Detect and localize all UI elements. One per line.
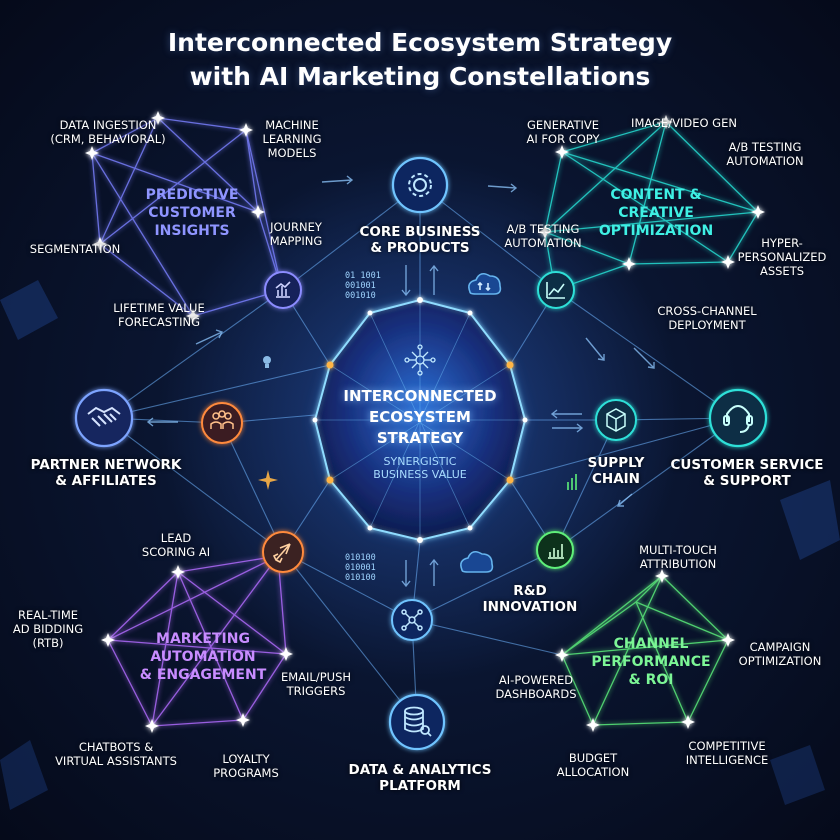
node-partner[interactable] [74, 388, 134, 448]
item-segmentation: SEGMENTATION [29, 242, 121, 256]
database-icon [404, 706, 432, 737]
item-hyper-personalized: HYPER- PERSONALIZED ASSETS [737, 236, 827, 278]
item-competitive: COMPETITIVE INTELLIGENCE [685, 739, 769, 767]
cluster-title-marketing: MARKETING AUTOMATION & ENGAGEMENT [139, 631, 267, 683]
label-supply: SUPPLY CHAIN [587, 455, 645, 487]
handshake-icon [87, 406, 121, 427]
hub-icon [404, 344, 436, 376]
cluster-title-channel: CHANNEL PERFORMANCE & ROI [591, 636, 711, 688]
label-rnd: R&D INNOVATION [482, 583, 578, 615]
flow-arrows [146, 175, 655, 588]
item-ab-testing-left: A/B TESTING AUTOMATION [504, 222, 582, 250]
node-predictive-hub[interactable] [264, 271, 302, 309]
center-subtitle: SYNERGISTIC BUSINESS VALUE [373, 455, 466, 481]
node-rnd[interactable] [536, 531, 574, 569]
growth-chart-icon [548, 544, 564, 559]
label-customer-service: CUSTOMER SERVICE & SUPPORT [670, 457, 824, 489]
node-content-hub[interactable] [537, 271, 575, 309]
node-rocket[interactable] [262, 531, 304, 573]
item-rtb: REAL-TIME AD BIDDING (RTB) [12, 608, 84, 650]
cloud-icon [468, 272, 502, 295]
label-partner: PARTNER NETWORK & AFFILIATES [30, 457, 182, 489]
center-hub [312, 297, 528, 543]
item-dashboards: AI-POWERED DASHBOARDS [495, 673, 577, 701]
center-title: INTERCONNECTED ECOSYSTEM STRATEGY [343, 386, 496, 449]
label-data-platform: DATA & ANALYTICS PLATFORM [348, 762, 492, 794]
item-generative-ai: GENERATIVE AI FOR COPY [526, 118, 600, 146]
item-budget: BUDGET ALLOCATION [556, 751, 630, 779]
node-team[interactable] [201, 402, 243, 444]
item-lead-scoring: LEAD SCORING AI [141, 531, 211, 559]
cluster-title-predictive: PREDICTIVE CUSTOMER INSIGHTS [145, 187, 239, 239]
node-data-platform[interactable] [388, 693, 446, 751]
people-icon [210, 410, 234, 429]
binary-code-bottom: 010100 010001 010100 [345, 553, 376, 583]
predictive-constellation [91, 117, 283, 317]
mini-bars-icon [567, 474, 577, 490]
sparkle-icon [258, 470, 278, 490]
center-title-line-2: ECOSYSTEM [369, 408, 471, 426]
bulb-icon [263, 356, 271, 368]
item-loyalty: LOYALTY PROGRAMS [213, 752, 279, 780]
item-data-ingestion: DATA INGESTION (CRM, BEHAVIORAL) [50, 118, 166, 146]
item-ltv-forecasting: LIFETIME VALUE FORECASTING [113, 301, 205, 329]
label-core: CORE BUSINESS & PRODUCTS [359, 224, 481, 256]
network-icon [401, 609, 423, 631]
item-email-push: EMAIL/PUSH TRIGGERS [280, 670, 352, 698]
binary-code-top: 01 1001 001001 001010 [345, 271, 381, 301]
box-icon [606, 408, 626, 432]
item-journey-mapping: JOURNEY MAPPING [269, 220, 323, 248]
node-core[interactable] [391, 156, 449, 214]
gear-icon [408, 173, 432, 197]
cloud-icon [460, 550, 494, 573]
item-multi-touch: MULTI-TOUCH ATTRIBUTION [639, 543, 717, 571]
node-supply[interactable] [595, 399, 637, 441]
center-subtitle-line-2: BUSINESS VALUE [373, 468, 467, 481]
page-title: Interconnected Ecosystem Strategy with A… [0, 26, 840, 94]
node-customer-service[interactable] [708, 388, 768, 448]
item-ml-models: MACHINE LEARNING MODELS [262, 118, 322, 160]
cluster-title-content: CONTENT & CREATIVE OPTIMIZATION [598, 187, 714, 239]
item-campaign-optimization: CAMPAIGN OPTIMIZATION [738, 640, 822, 668]
bar-chart-icon [275, 281, 291, 298]
center-title-line-1: INTERCONNECTED [343, 387, 497, 405]
item-image-video-gen: IMAGE/VIDEO GEN [631, 116, 737, 130]
title-line-1: Interconnected Ecosystem Strategy [167, 28, 673, 57]
line-chart-icon [546, 282, 565, 299]
title-line-2: with AI Marketing Constellations [189, 62, 651, 91]
center-subtitle-line-1: SYNERGISTIC [383, 455, 457, 468]
item-cross-channel: CROSS-CHANNEL DEPLOYMENT [657, 304, 757, 332]
headset-icon [723, 405, 753, 433]
item-ab-testing-right: A/B TESTING AUTOMATION [726, 140, 804, 168]
constellation-stars [85, 111, 765, 733]
node-data-hub[interactable] [391, 599, 433, 641]
rocket-icon [272, 543, 291, 564]
network-links [103, 184, 739, 723]
center-title-line-3: STRATEGY [376, 429, 464, 447]
item-chatbots: CHATBOTS & VIRTUAL ASSISTANTS [55, 740, 177, 768]
